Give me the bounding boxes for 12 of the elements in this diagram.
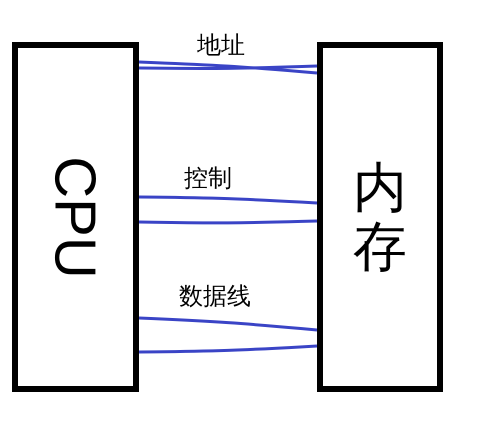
- bus-line: [138, 220, 318, 224]
- component-label: 内存: [353, 158, 407, 276]
- bus-line: [138, 60, 318, 74]
- component-box: [317, 42, 443, 392]
- component-label: CPU: [42, 156, 109, 278]
- bus-line: [138, 316, 318, 332]
- edge-label: 地址: [195, 32, 247, 58]
- edge-label: 数据线: [177, 283, 253, 310]
- bus-line: [138, 64, 318, 70]
- bus-line: [138, 344, 318, 354]
- bus-line: [138, 196, 318, 204]
- component-box: [12, 42, 139, 392]
